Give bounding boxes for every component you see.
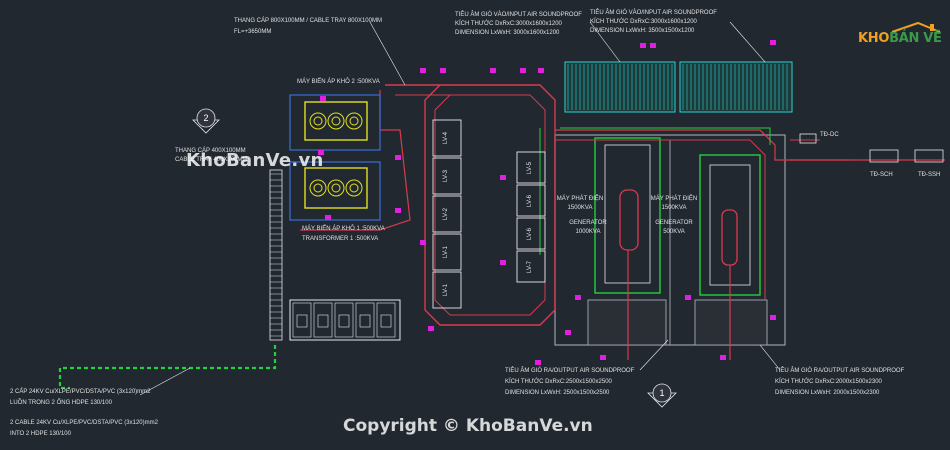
- label-cable-tray-left: CABLE TRAY 400X100MM: [175, 157, 247, 163]
- label-output-soundproof-2: TIÊU ÂM GIÓ RA/OUTPUT AIR SOUNDPROOF: [775, 366, 905, 374]
- section-mark-2: [192, 108, 220, 134]
- label-generator-1: 1500KVA: [568, 205, 593, 211]
- lv-panel-label: LV-7: [527, 260, 533, 273]
- lv-panel-right: [516, 217, 546, 250]
- label-output-soundproof-1: KÍCH THƯỚC DxRxC:2500x1500x2500: [505, 378, 613, 385]
- label-generator-2: MÁY PHÁT ĐIỆN: [651, 194, 697, 202]
- output-soundproof-2: [694, 299, 768, 346]
- lv-panel-label: LV-1: [443, 245, 449, 258]
- lv-panel-right: [516, 250, 546, 283]
- transformer-2-enclosure: [289, 94, 381, 151]
- transformer-1-enclosure: [289, 161, 381, 221]
- label-panel-tds-sh: TĐ-SSH: [918, 172, 940, 178]
- label-generator-1-en: GENERATOR: [569, 220, 607, 226]
- label-transformer-2: MÁY BIẾN ÁP KHÔ 2 :500KVA: [297, 78, 380, 85]
- section-mark-2-label: 2: [203, 113, 208, 123]
- khobanve-logo[interactable]: KHOBẢN VẼ: [852, 20, 944, 56]
- label-cable-tray-top: FL=+3650MM: [234, 29, 271, 35]
- house-icon: [891, 21, 941, 33]
- label-panel-tds-ch: TĐ-SCH: [870, 172, 893, 178]
- label-cable-note-en: INTO 2 HDPE 130/100: [10, 431, 72, 437]
- lv-panel-label: LV-2: [443, 207, 449, 220]
- lv-panel-label: LV-6: [527, 194, 533, 207]
- leader-tray-top: [369, 21, 406, 86]
- label-generator-2-en: 500KVA: [663, 229, 685, 235]
- label-output-soundproof-1: TIÊU ÂM GIÓ RA/OUTPUT AIR SOUNDPROOF: [505, 366, 635, 374]
- label-generator-2-en: GENERATOR: [655, 220, 693, 226]
- label-output-soundproof-2: KÍCH THƯỚC DxRxC:2000x1500x2300: [775, 378, 883, 385]
- label-cable-tray-left: THANG CÁP 400X100MM: [175, 147, 246, 154]
- generator-2-engine: [721, 209, 738, 266]
- label-input-soundproof-2: TIÊU ÂM GIÓ VÀO/INPUT AIR SOUNDPROOF: [590, 8, 717, 16]
- label-cable-tray-top: THANG CÁP 800X100MM / CABLE TRAY 800X100…: [234, 17, 382, 24]
- lv-panel-label: LV-4: [443, 131, 449, 144]
- label-input-soundproof-2: KÍCH THƯỚC DxRxC:3000x1600x1200: [590, 18, 698, 25]
- logo-text: KHOBẢN VẼ: [858, 31, 942, 46]
- label-generator-1: MÁY PHÁT ĐIỆN: [557, 194, 603, 202]
- label-cable-note-vn: LUỒN TRONG 2 ỐNG HDPE 130/100: [10, 399, 113, 406]
- lv-panel-left: [432, 195, 462, 233]
- label-input-soundproof-2: DIMENSION LxWxH: 3500x1500x1200: [590, 28, 695, 34]
- label-transformer-1: MÁY BIẾN ÁP KHÔ 1 :500KVA: [302, 225, 385, 232]
- watermark-copyright: Copyright © KhoBanVe.vn: [343, 416, 593, 436]
- generator-1-engine: [619, 189, 639, 251]
- lv-panel-left: [432, 271, 462, 309]
- label-generator-2: 1500KVA: [662, 205, 687, 211]
- mv-switchgear: [289, 299, 401, 341]
- lv-panel-label: LV-6: [527, 227, 533, 240]
- leader-output-1: [639, 339, 669, 371]
- label-transformer-1: TRANSFORMER 1 :500KVA: [302, 236, 378, 242]
- leader-output-2: [759, 344, 781, 371]
- lv-panel-right: [516, 151, 546, 184]
- incoming-leader: [139, 367, 191, 396]
- panel-tds-ch: [869, 149, 899, 163]
- transformer-1-core: [304, 167, 368, 209]
- transformer-2-core: [304, 101, 368, 141]
- lv-panel-label: LV-1: [443, 283, 449, 296]
- label-panel-td-dc: TĐ-DC: [820, 132, 839, 138]
- lv-panel-label: LV-5: [527, 161, 533, 174]
- leader-input-1: [589, 21, 621, 63]
- label-input-soundproof-1: DIMENSION LxWxH: 3000x1600x1200: [455, 30, 560, 36]
- cable-tray-to-generators-2: [555, 139, 766, 300]
- label-generator-1-en: 1000KVA: [576, 229, 601, 235]
- label-input-soundproof-1: TIÊU ÂM GIÓ VÀO/INPUT AIR SOUNDPROOF: [455, 10, 582, 18]
- label-input-soundproof-1: KÍCH THƯỚC DxRxC:3000x1600x1200: [455, 20, 563, 27]
- incoming-mv-cable: [58, 345, 277, 390]
- leader-input-2: [729, 21, 766, 63]
- lv-panel-label: LV-3: [443, 169, 449, 182]
- label-output-soundproof-2: DIMENSION LxWxH: 2000x1500x2300: [775, 390, 880, 396]
- cable-ladder-left: [269, 169, 283, 341]
- lv-panel-left: [432, 233, 462, 271]
- section-mark-1: [647, 383, 677, 408]
- ground-conductor: [560, 127, 771, 145]
- lv-panel-left: [432, 157, 462, 195]
- lv-panel-left: [432, 119, 462, 157]
- panel-td-dc: [799, 133, 817, 144]
- cable-tray-main: [385, 84, 556, 326]
- cable-tray-inner: [395, 94, 546, 316]
- label-cable-note-en: 2 CABLE 24KV Cu/XLPE/PVC/DSTA/PVC (3x120…: [10, 420, 159, 426]
- lv-panel-right: [516, 184, 546, 217]
- section-mark-1-label: 1: [659, 388, 664, 398]
- panel-tds-sh: [914, 149, 944, 163]
- label-cable-note-vn: 2 CẤP 24KV Cu/XLPE/PVC/DSTA/PVC (3x120)m…: [10, 388, 151, 395]
- watermark-center: KhoBanVe.vn: [186, 150, 324, 171]
- output-soundproof-1: [587, 299, 667, 346]
- label-output-soundproof-1: DIMENSION LxWxH: 2500x1500x2500: [505, 390, 610, 396]
- input-soundproof-2: [679, 61, 793, 113]
